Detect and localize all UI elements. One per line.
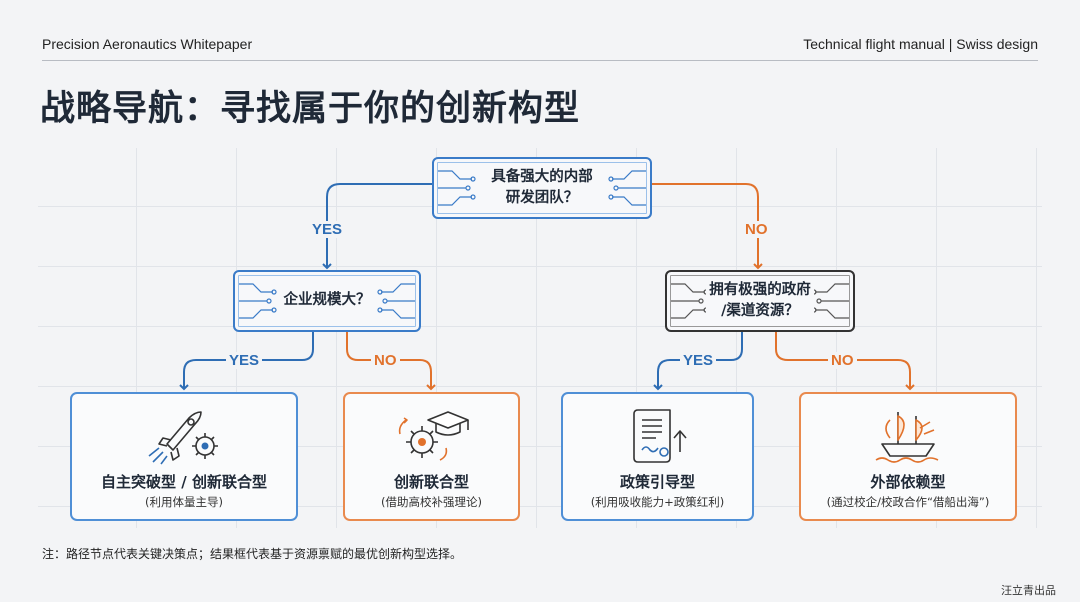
result-name: 政策引导型 <box>619 473 695 491</box>
edge-label-yes: YES <box>680 352 717 369</box>
header-subtitle: Technical flight manual | Swiss design <box>803 36 1038 52</box>
footnote: 注：路径节点代表关键决策点；结果框代表基于资源禀赋的最优创新构型选择。 <box>42 547 463 561</box>
result-note: (借助高校补强理论) <box>381 495 482 509</box>
decision-root: 具备强大的内部 研发团队？ <box>432 157 652 219</box>
decision-right: 拥有极强的政府 /渠道资源？ <box>665 270 855 332</box>
edge-label-yes: YES <box>226 352 263 369</box>
edge-root-no <box>652 183 763 270</box>
result-box-2: 创新联合型 (借助高校补强理论) <box>343 392 520 521</box>
circuit-left-icon <box>438 170 476 206</box>
gear-graduation-cap-icon <box>398 411 469 461</box>
rocket-gear-icon <box>148 411 218 465</box>
result-name: 创新联合型 <box>393 473 469 491</box>
circuit-right-icon <box>608 170 646 206</box>
circuit-right-icon <box>811 283 849 319</box>
decision-root-label: 具备强大的内部 研发团队？ <box>488 166 596 210</box>
result-note: (利用体量主导) <box>145 495 223 509</box>
edge-label-yes: YES <box>309 221 346 238</box>
edge-label-no: NO <box>371 352 400 369</box>
policy-document-icon <box>632 409 687 463</box>
decision-left-label: 企业规模大？ <box>280 290 374 312</box>
result-name: 自主突破型 / 创新联合型 <box>101 473 267 491</box>
decision-left: 企业规模大？ <box>233 270 421 332</box>
result-box-4: 外部依赖型 (通过校企/校政合作“借船出海”) <box>799 392 1017 521</box>
decision-right-label: 拥有极强的政府 /渠道资源？ <box>706 279 814 323</box>
header-divider <box>42 60 1038 61</box>
page-title: 战略导航：寻找属于你的创新构型 <box>40 89 581 129</box>
result-note: (通过校企/校政合作“借船出海”) <box>826 495 990 509</box>
circuit-left-icon <box>239 283 277 319</box>
sailing-ship-icon <box>875 412 939 463</box>
result-name: 外部依赖型 <box>870 473 946 491</box>
edge-root-yes <box>322 183 432 270</box>
edge-label-no: NO <box>828 352 857 369</box>
result-note: (利用吸收能力+政策红利) <box>590 495 725 509</box>
edge-label-no: NO <box>742 221 771 238</box>
header-title: Precision Aeronautics Whitepaper <box>42 36 253 52</box>
result-box-3: 政策引导型 (利用吸收能力+政策红利) <box>561 392 754 521</box>
credit: 汪立青出品 <box>1001 584 1056 597</box>
result-box-1: 自主突破型 / 创新联合型 (利用体量主导) <box>70 392 298 521</box>
circuit-left-icon <box>671 283 709 319</box>
circuit-right-icon <box>377 283 415 319</box>
